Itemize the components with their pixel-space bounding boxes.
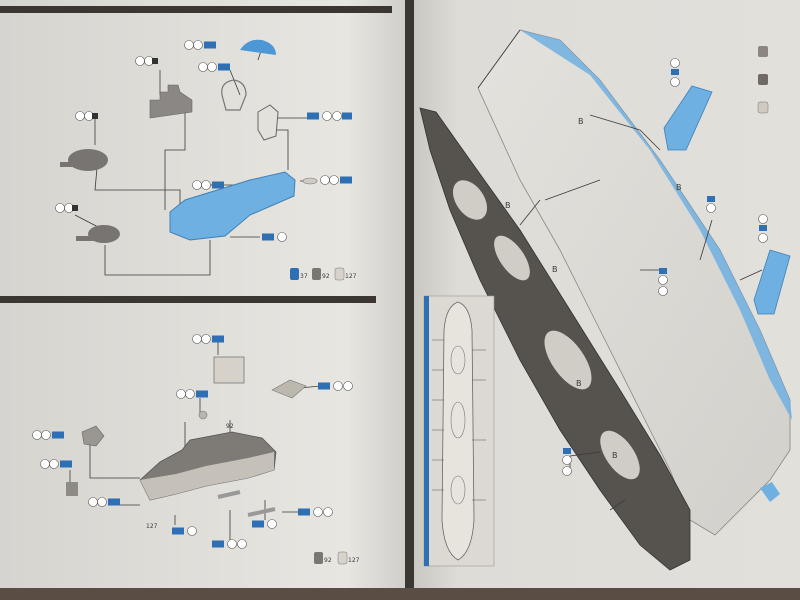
grey-superstructure-part — [149, 84, 193, 119]
round-platform-part — [68, 149, 108, 171]
blue-bracket-part-2 — [753, 249, 791, 315]
paint-chip-127 — [334, 267, 345, 281]
paint-legend-top: 37 92 127 — [290, 267, 357, 281]
label-b-4: B — [576, 379, 582, 388]
hull-opening-4 — [600, 430, 640, 480]
deck-plan-detail-2 — [450, 401, 466, 439]
step-header-bar — [0, 6, 392, 13]
strip-part-1 — [217, 490, 241, 499]
paint-code-92: 92 — [322, 273, 330, 280]
step-bottom-left: 92 127 92 127 — [0, 296, 376, 565]
step-right-hull: B B B B B B — [419, 29, 792, 571]
small-block-part — [66, 482, 78, 496]
part-number-127: 127 — [146, 523, 158, 530]
label-b-6: B — [676, 183, 682, 192]
paint-code-37: 37 — [300, 273, 308, 280]
blue-bracket-part-1 — [663, 85, 713, 151]
label-b-3: B — [552, 265, 558, 274]
paint-chip-127-b — [337, 551, 348, 565]
spine — [405, 0, 414, 600]
label-b-2: B — [505, 201, 511, 210]
label-b-5: B — [612, 451, 618, 460]
hull-opening-3 — [544, 330, 592, 390]
hull-opening-2 — [494, 235, 530, 281]
deck-plan-outline — [441, 301, 475, 561]
blue-dome-part — [240, 39, 276, 55]
bottom-edge — [0, 588, 800, 600]
inset-blue-bar — [424, 296, 429, 566]
chip-right-1 — [758, 46, 768, 57]
tag-stacks-right — [562, 58, 768, 476]
plate-part — [271, 379, 307, 399]
strip-part-2 — [247, 507, 276, 517]
paint-code-92-b: 92 — [324, 557, 332, 564]
deck-plan-callouts — [432, 339, 486, 501]
knob-part — [198, 410, 208, 420]
part-number-92: 92 — [226, 423, 234, 430]
chip-right-3 — [757, 101, 769, 114]
deck-plan-inset — [423, 295, 495, 567]
deck-plan-detail-3 — [450, 475, 466, 505]
paint-chips-right — [757, 46, 769, 114]
small-cylinder-part — [302, 177, 318, 185]
hull-section-side — [140, 452, 274, 500]
box-part — [213, 356, 245, 384]
paint-legend-bottom: 92 127 — [314, 551, 360, 565]
paint-code-127-b: 127 — [348, 557, 360, 564]
part-labels-b: B B B B B B — [505, 117, 682, 460]
paint-code-127: 127 — [345, 273, 357, 280]
step-top-left: 37 92 127 — [0, 6, 392, 281]
paint-chip-37 — [290, 268, 299, 280]
label-b-1: B — [578, 117, 584, 126]
step-header-bar-2 — [0, 296, 376, 303]
paint-chip-92-b — [314, 552, 323, 564]
chip-right-2 — [758, 74, 768, 85]
platform-arm-2 — [76, 236, 98, 241]
blue-small-part — [760, 482, 780, 502]
part-tags-2 — [32, 334, 353, 549]
hull-opening-1 — [452, 180, 488, 220]
part-tags — [55, 40, 352, 242]
hex-part — [81, 425, 105, 447]
outline-frame-part — [221, 79, 247, 111]
tower-part — [257, 104, 279, 141]
paint-chip-92 — [312, 268, 321, 280]
blue-deck-part — [169, 171, 296, 241]
platform-arm — [60, 162, 84, 167]
deck-plan-detail-1 — [450, 345, 466, 375]
